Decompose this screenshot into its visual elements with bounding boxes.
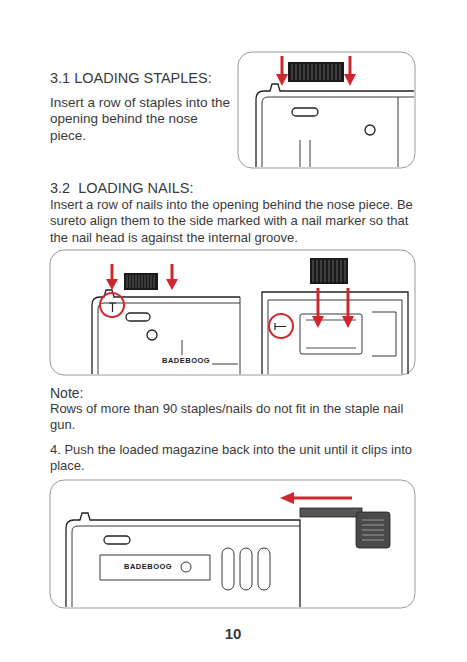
red-arrow — [276, 56, 356, 86]
nail-panel — [50, 250, 415, 375]
red-arrow — [111, 264, 114, 281]
red-highlight — [100, 293, 293, 338]
staple-panel — [238, 52, 415, 168]
staple-panel — [365, 125, 375, 135]
magazine-panel — [50, 480, 415, 608]
magazine-rod — [356, 512, 390, 548]
nail-strip — [127, 275, 154, 288]
nail-panel — [92, 290, 240, 374]
red-arrow — [276, 74, 288, 86]
nail-panel — [147, 330, 157, 340]
nail-strip — [124, 273, 158, 290]
red-arrow — [106, 264, 354, 328]
staple-panel — [300, 140, 310, 167]
red-highlight — [100, 293, 124, 317]
red-arrow — [280, 492, 352, 504]
note-heading: Note: — [50, 385, 425, 401]
red-arrow — [280, 492, 294, 504]
magazine-panel — [100, 555, 210, 580]
section-heading: 3.2 LOADING NAILS: — [50, 180, 425, 196]
staple-panel — [238, 52, 415, 168]
brand-logo: BADEBOOG — [122, 561, 174, 573]
nail-panel — [372, 312, 396, 356]
red-arrow — [166, 279, 178, 290]
brand-logo: BADEBOOG — [160, 355, 212, 367]
nail-panel — [240, 297, 241, 374]
step-text: 4. Push the loaded magazine back into th… — [50, 442, 426, 475]
red-arrow — [349, 56, 352, 76]
red-arrow — [317, 288, 320, 318]
nail-panel — [50, 250, 415, 375]
staple-strip — [288, 62, 344, 82]
magazine-panel — [240, 548, 252, 590]
instruction-text: Insert a row of nails into the opening b… — [50, 197, 426, 246]
magazine-panel — [104, 536, 130, 544]
staple-panel — [262, 97, 414, 167]
red-arrow — [347, 288, 350, 318]
magazine-panel — [66, 513, 300, 607]
magazine-panel — [222, 548, 234, 590]
nail-strip — [313, 260, 345, 282]
section-heading: 3.1 LOADING STAPLES: — [50, 70, 235, 86]
nail-marker — [109, 303, 286, 330]
magazine-panel — [50, 480, 415, 608]
nail-marker — [109, 303, 116, 312]
red-arrow — [281, 56, 284, 76]
magazine-panel — [72, 526, 300, 607]
magazine-rod — [300, 508, 362, 517]
nail-panel — [262, 292, 408, 374]
staple-strip — [292, 64, 340, 80]
staple-strip — [288, 62, 344, 82]
magazine-rod — [362, 520, 384, 540]
red-arrow — [344, 74, 356, 86]
nail-panel — [268, 300, 402, 374]
magazine-panel — [181, 562, 191, 572]
red-arrow — [106, 279, 118, 290]
staple-panel — [292, 108, 318, 116]
note-text: Rows of more than 90 staples/nails do no… — [50, 401, 426, 434]
red-arrow — [312, 316, 324, 328]
instruction-text: Insert a row of staples into the opening… — [50, 95, 234, 144]
staple-panel — [256, 84, 414, 167]
red-arrow — [342, 316, 354, 328]
magazine-rod — [300, 508, 390, 548]
magazine-panel — [258, 548, 270, 590]
nail-panel — [126, 313, 150, 321]
staple-panel — [398, 97, 399, 167]
nail-strip — [310, 258, 348, 284]
nail-strip — [124, 258, 348, 290]
page-number: 10 — [213, 626, 253, 642]
nail-panel — [300, 314, 362, 354]
red-arrow — [292, 497, 352, 500]
nail-marker — [275, 323, 286, 330]
red-highlight — [269, 314, 293, 338]
red-arrow — [171, 264, 174, 281]
